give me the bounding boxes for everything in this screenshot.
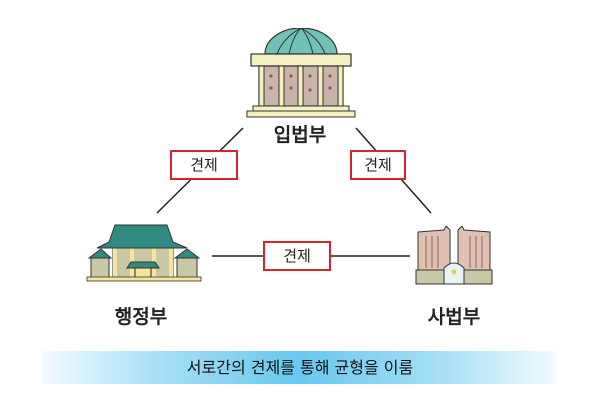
summary-banner: 서로간의 견제를 통해 균형을 이룸 [43,351,557,384]
check-box-left: 견제 [170,150,238,180]
legislative-label: 입법부 [273,124,327,146]
judicial-label: 사법부 [427,306,481,328]
check-box-right: 견제 [350,150,406,180]
executive-label: 행정부 [114,306,168,328]
national-assembly-icon [246,28,356,118]
supreme-court-icon [415,226,493,285]
check-box-bottom: 견제 [263,241,331,271]
executive-building-icon [86,224,202,282]
